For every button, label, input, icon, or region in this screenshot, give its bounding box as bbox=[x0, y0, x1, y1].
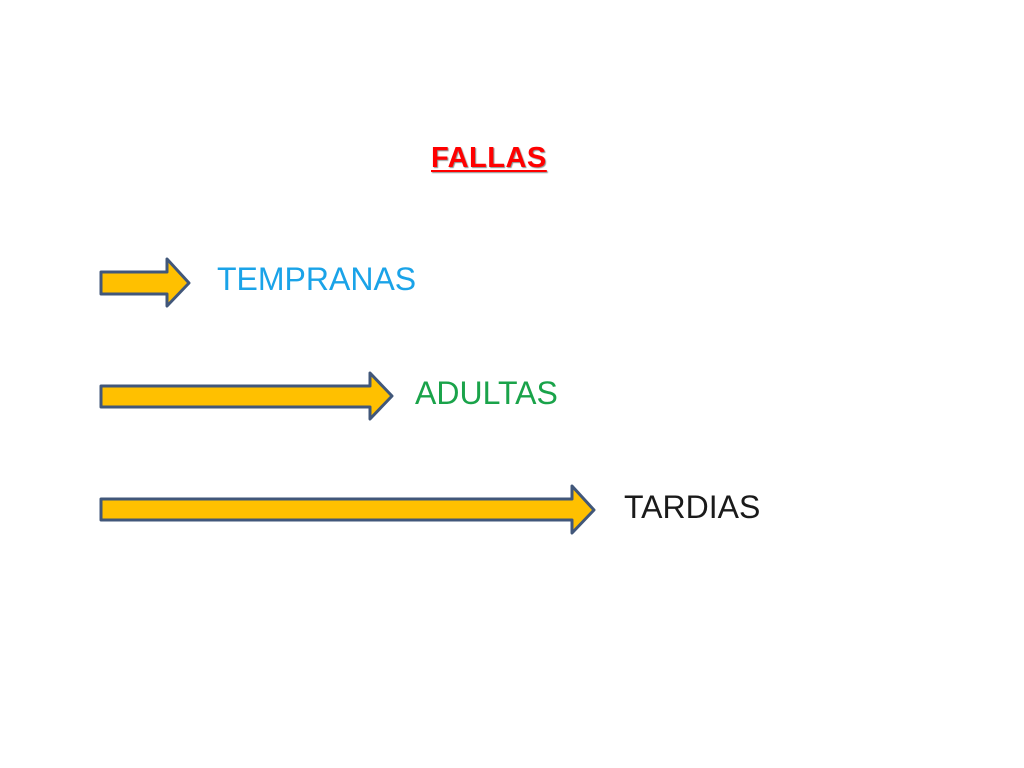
arrow-icon-medium bbox=[99, 371, 394, 421]
label-tardias: TARDIAS bbox=[624, 489, 761, 525]
label-adultas: ADULTAS bbox=[415, 375, 558, 411]
arrow-icon-long bbox=[99, 484, 596, 535]
label-tempranas: TEMPRANAS bbox=[217, 261, 417, 297]
arrow-icon-short bbox=[99, 257, 191, 308]
slide-title: FALLAS bbox=[431, 142, 547, 174]
